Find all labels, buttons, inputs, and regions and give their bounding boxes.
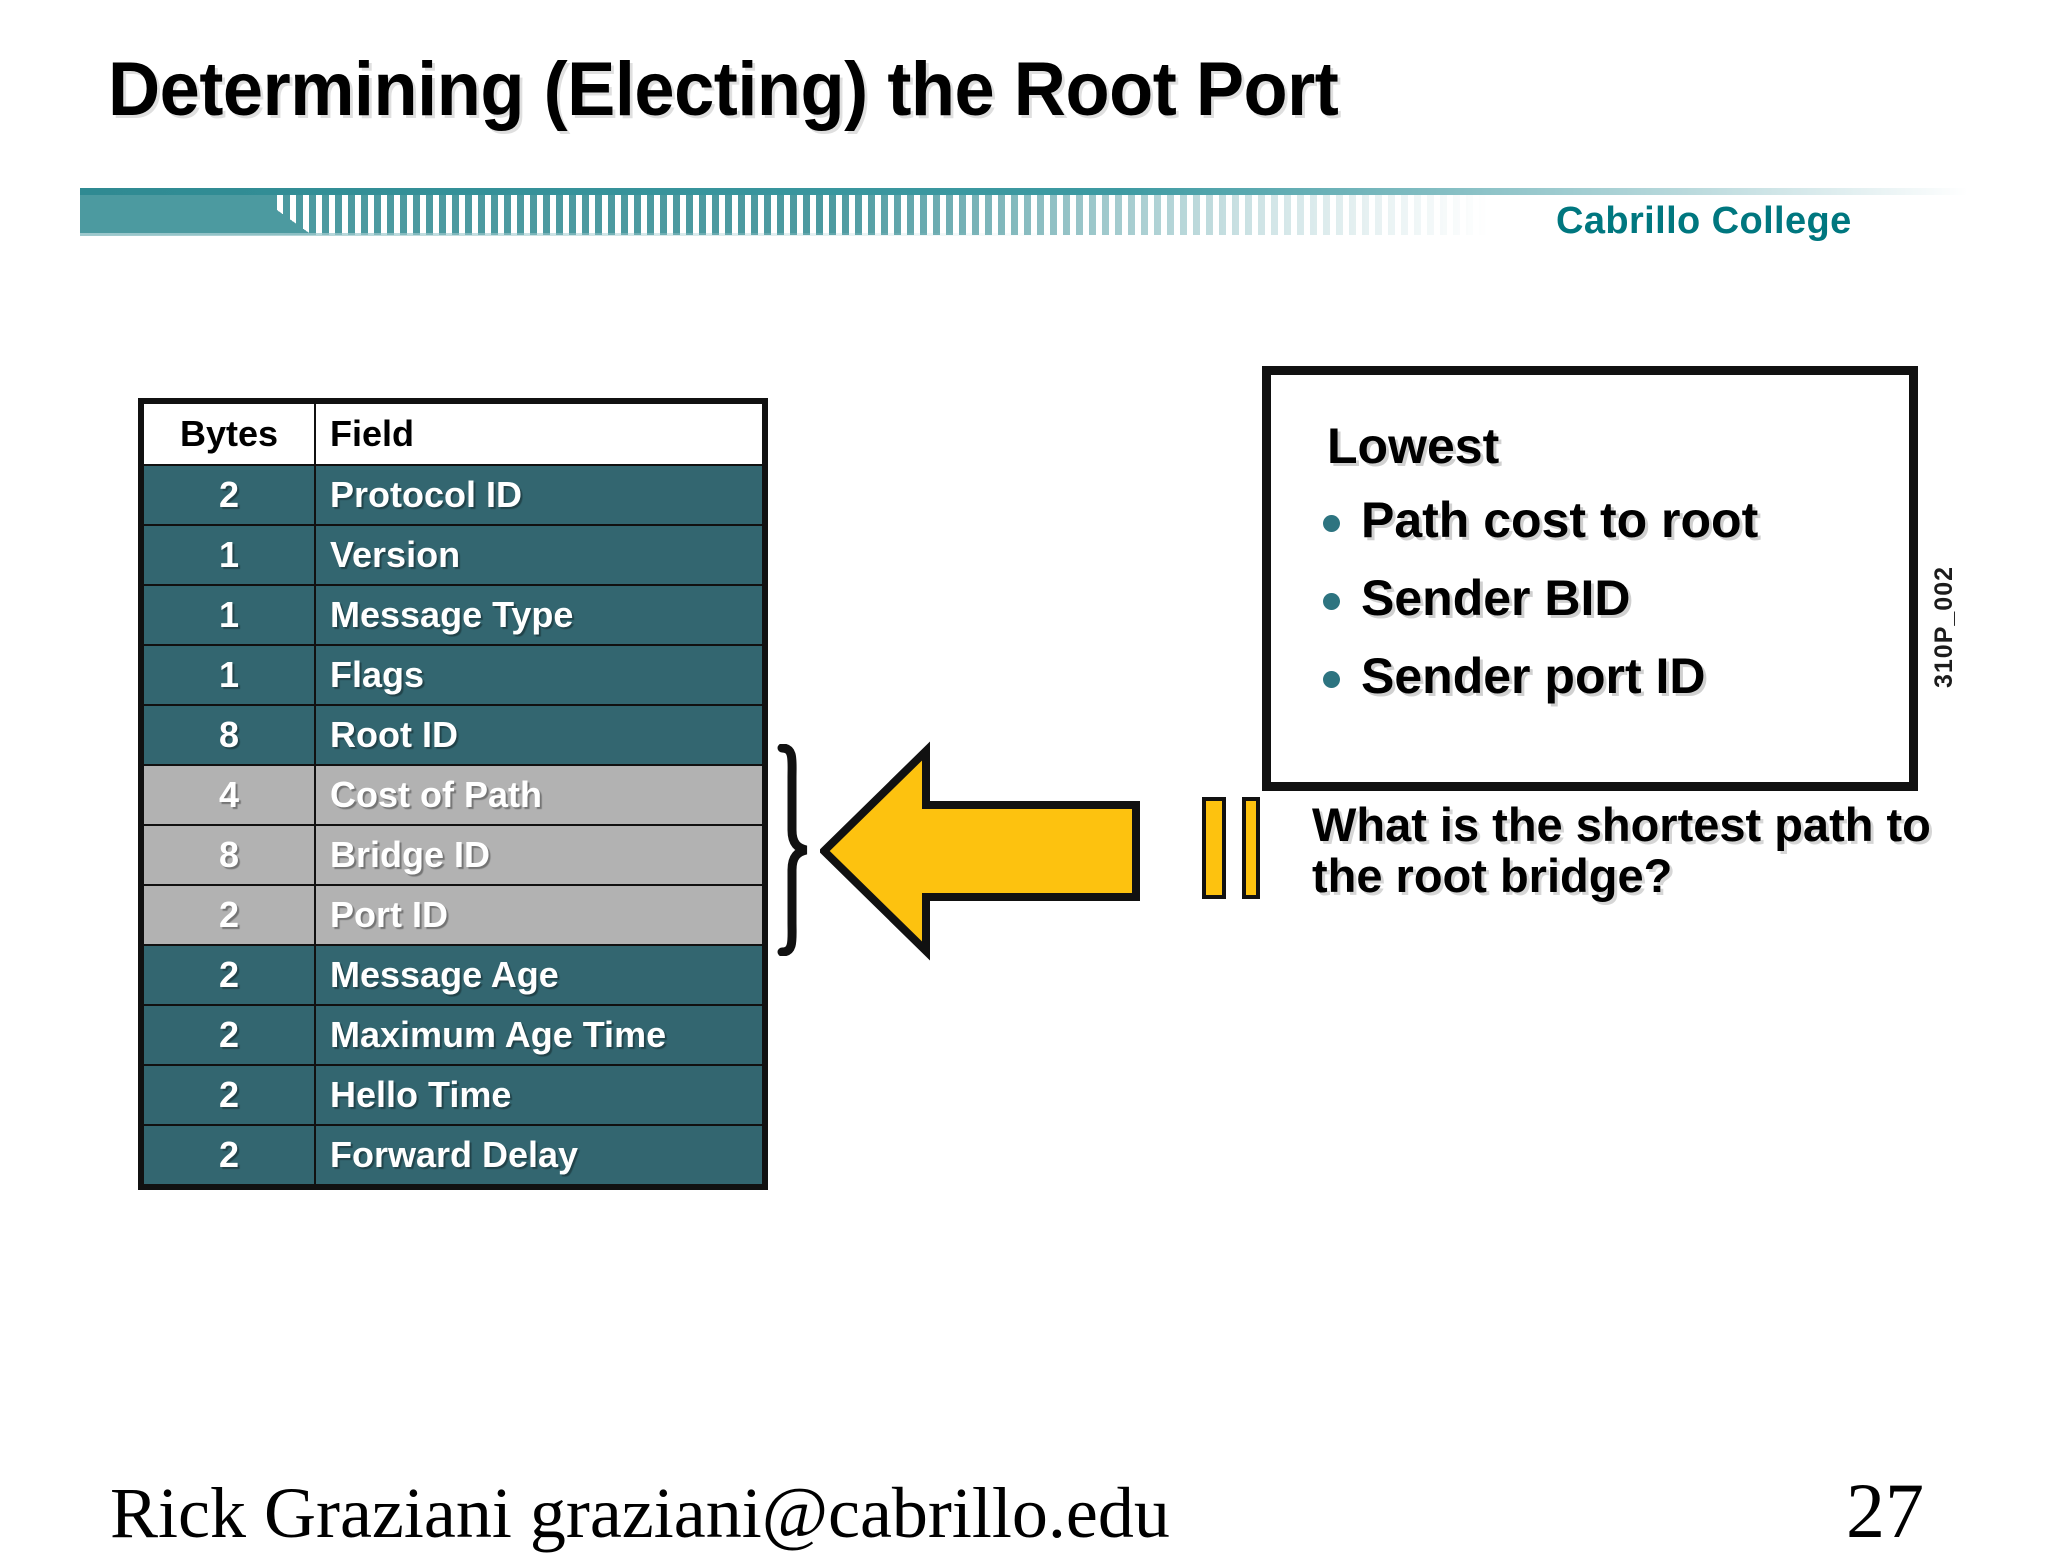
figure-code-label: 310P_002 xyxy=(1930,565,1958,688)
page-title: Determining (Electing) the Root Port xyxy=(108,47,1339,132)
cell-bytes: 2 xyxy=(142,944,316,1006)
pointer-arrow xyxy=(818,735,1140,967)
list-item-label: Sender port ID xyxy=(1361,648,1706,704)
column-header-bytes: Bytes xyxy=(142,402,316,466)
cell-field: Hello Time xyxy=(314,1064,764,1126)
bullet-dot-icon xyxy=(1323,593,1340,610)
cell-field: Root ID xyxy=(314,704,764,766)
column-header-field: Field xyxy=(314,402,764,466)
bullet-dot-icon xyxy=(1323,671,1340,688)
cell-bytes: 4 xyxy=(142,764,316,826)
cell-bytes: 2 xyxy=(142,884,316,946)
brace-icon xyxy=(777,743,808,957)
footer-author: Rick Graziani graziani@cabrillo.edu xyxy=(110,1473,1170,1553)
list-item-label: Path cost to root xyxy=(1361,492,1759,548)
band-top-rule xyxy=(80,188,1968,195)
cell-field: Protocol ID xyxy=(314,464,764,526)
shortest-path-question: What is the shortest path to the root br… xyxy=(1312,798,1931,902)
brand-label: Cabrillo College xyxy=(1556,200,1852,242)
cell-bytes: 2 xyxy=(142,1124,316,1186)
cell-bytes: 2 xyxy=(142,1064,316,1126)
cell-bytes: 8 xyxy=(142,824,316,886)
band-comb-stripes xyxy=(270,195,1490,235)
cell-field: Cost of Path xyxy=(314,764,764,826)
band-solid-block xyxy=(80,195,270,235)
bullet-dot-icon xyxy=(1323,515,1340,532)
list-item: Path cost to root xyxy=(1313,491,1758,549)
cell-field: Port ID xyxy=(314,884,764,946)
row-group-brace xyxy=(772,743,828,957)
cell-field: Message Type xyxy=(314,584,764,646)
cell-bytes: 2 xyxy=(142,464,316,526)
cell-field: Flags xyxy=(314,644,764,706)
arrow-motion-dash-1 xyxy=(1202,797,1226,899)
cell-bytes: 8 xyxy=(142,704,316,766)
list-item: Sender port ID xyxy=(1313,647,1758,705)
cell-bytes: 1 xyxy=(142,584,316,646)
cell-field: Maximum Age Time xyxy=(314,1004,764,1066)
callout-heading: Lowest xyxy=(1327,418,1500,474)
list-item: Sender BID xyxy=(1313,569,1758,627)
list-item-label: Sender BID xyxy=(1361,570,1631,626)
arrow-motion-dash-2 xyxy=(1242,797,1260,899)
cell-field: Forward Delay xyxy=(314,1124,764,1186)
band-ramp-wedge xyxy=(256,195,312,235)
header-decorative-band xyxy=(80,188,1968,240)
cell-bytes: 1 xyxy=(142,524,316,586)
cell-field: Bridge ID xyxy=(314,824,764,886)
left-arrow-icon xyxy=(818,741,1140,961)
table-header-row: Bytes Field xyxy=(142,402,764,466)
cell-bytes: 2 xyxy=(142,1004,316,1066)
cell-field: Message Age xyxy=(314,944,764,1006)
cell-bytes: 1 xyxy=(142,644,316,706)
cell-field: Version xyxy=(314,524,764,586)
footer-page-number: 27 xyxy=(1846,1467,1924,1554)
band-baseline-rule xyxy=(80,233,1080,236)
